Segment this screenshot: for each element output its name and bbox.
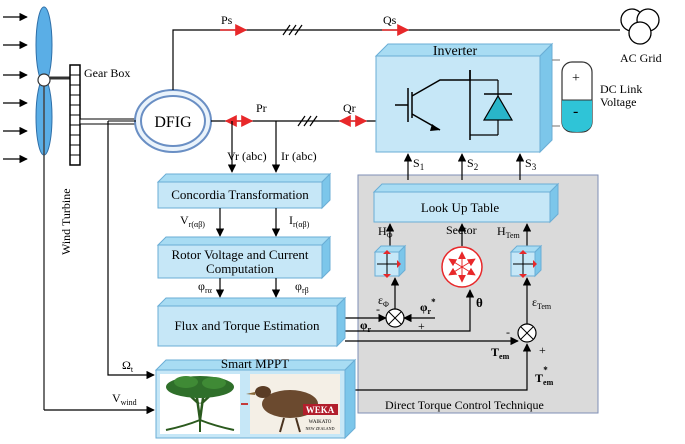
- h-tem-label: HTem: [497, 224, 521, 240]
- nz-text: NEW ZEALAND: [306, 426, 335, 431]
- ir-abc-label: Ir (abc): [281, 149, 317, 163]
- ps-label: Ps: [221, 13, 233, 27]
- phi-rb-label: φrβ: [295, 279, 309, 295]
- sector-circle: [441, 246, 483, 288]
- weka-bird-image: [246, 374, 340, 434]
- wind-turbine: [35, 6, 72, 410]
- tem-label: Tem: [491, 345, 510, 361]
- look-up-table-box: [372, 182, 560, 224]
- i-rab-label: Ir(αβ): [289, 213, 310, 229]
- theta-label: θ: [476, 295, 483, 310]
- qr-label: Qr: [343, 101, 356, 115]
- tree-image: [160, 374, 240, 434]
- v-wind-label: Vwind: [112, 391, 137, 407]
- phi-r-label: φr: [360, 318, 372, 334]
- phi-r-star-label: φr*: [420, 297, 436, 316]
- igbt-emitter-arrow: [430, 124, 440, 131]
- dfig-label: DFIG: [154, 114, 192, 131]
- stator-tick-marks: [282, 24, 303, 36]
- diode-symbol: [482, 80, 514, 135]
- v-rab-label: Vr(αβ): [180, 213, 205, 229]
- tem-star-label: Tem*: [535, 365, 554, 387]
- pr-label: Pr: [256, 101, 267, 115]
- dfig: [134, 89, 212, 153]
- s2-label: S2: [467, 156, 478, 172]
- flux-plus: +: [418, 319, 425, 333]
- s3-label: S3: [525, 156, 537, 172]
- eps-tem-label: εTem: [532, 295, 552, 311]
- rotor-computation-label-1: Rotor Voltage and Current: [171, 247, 308, 262]
- phi-ra-label: φrα: [198, 279, 213, 295]
- flux-minus: -: [376, 302, 380, 316]
- dtc-technique-label: Direct Torque Control Technique: [385, 398, 544, 412]
- wind-turbine-label: Wind Turbine: [59, 188, 73, 255]
- flux-torque-label: Flux and Torque Estimation: [174, 318, 320, 333]
- vr-abc-label: Vr (abc): [227, 149, 267, 163]
- ac-grid-label: AC Grid: [620, 51, 662, 65]
- concordia-box: [156, 172, 332, 210]
- torque-junction-x2: [520, 326, 534, 340]
- dc-link-battery-icon: [552, 59, 593, 133]
- rotor-computation-label-2: Computation: [206, 261, 274, 276]
- tem-ref-line: [345, 343, 532, 391]
- qs-label: Qs: [383, 13, 397, 27]
- tem-minus: -: [506, 325, 510, 339]
- stator-line: [172, 29, 620, 90]
- rotor-computation-box: [156, 235, 332, 280]
- inverter-label: Inverter: [433, 44, 478, 59]
- flux-junction-x2: [388, 311, 402, 325]
- smart-mppt-label: Smart MPPT: [221, 356, 289, 371]
- flux-torque-box: [156, 296, 347, 348]
- igbt-symbol: [395, 70, 471, 140]
- theta-line: [345, 289, 475, 332]
- dc-link-label-2: Voltage: [600, 95, 636, 109]
- weka-logo-text: WEKA: [306, 405, 335, 415]
- omega-t-line: [107, 121, 155, 380]
- omega-t-label: Ωt: [122, 358, 134, 374]
- concordia-label: Concordia Transformation: [171, 187, 309, 202]
- inverter-box: [374, 42, 554, 154]
- rotor-tick-marks: [297, 115, 318, 127]
- flux-hysteresis-block: [373, 244, 407, 278]
- gear-box-label: Gear Box: [84, 66, 130, 80]
- torque-hysteresis-block: [509, 244, 543, 278]
- tem-plus: +: [539, 343, 546, 357]
- eps-phi-label: εΦ: [378, 293, 389, 309]
- wind-arrows: [3, 12, 28, 164]
- dc-plus: +: [572, 71, 580, 86]
- ac-grid-icon: [620, 8, 660, 45]
- dc-link-label-1: DC Link: [600, 82, 642, 96]
- sector-label: Sector: [446, 223, 477, 237]
- waikato-text: WAIKATO: [309, 420, 332, 425]
- look-up-table-label: Look Up Table: [421, 200, 500, 215]
- dc-minus: -: [573, 103, 578, 120]
- gear-box: [69, 64, 81, 166]
- s1-label: S1: [413, 156, 424, 172]
